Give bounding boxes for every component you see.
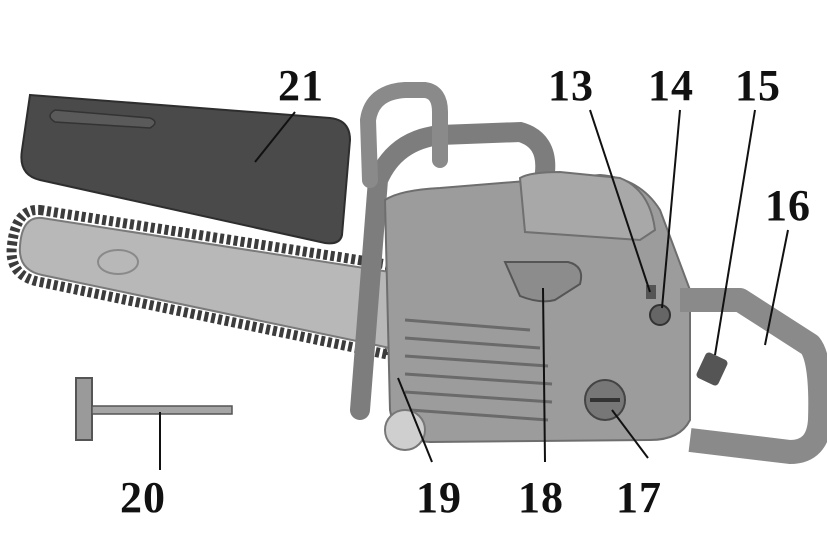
leader-13 <box>589 109 651 293</box>
saw-chain <box>6 204 395 362</box>
leader-15 <box>714 109 756 356</box>
leader-18 <box>542 287 546 463</box>
rear-handle <box>680 288 827 464</box>
cover-slot <box>49 109 156 129</box>
label-15: 15 <box>735 61 781 110</box>
label-19: 19 <box>416 473 462 522</box>
control-13 <box>646 285 656 299</box>
cooling-vents <box>404 318 553 422</box>
guide-bar-cover <box>20 93 352 245</box>
starter-grip <box>503 261 583 303</box>
chain-brake-handle <box>359 82 448 188</box>
top-cover <box>518 170 657 242</box>
leader-16 <box>764 229 789 346</box>
leader-19 <box>397 377 433 463</box>
leader-17 <box>611 409 649 459</box>
label-20: 20 <box>120 473 166 522</box>
bar-sprocket-hole <box>97 249 139 275</box>
leader-21 <box>254 111 296 163</box>
label-21: 21 <box>278 61 324 110</box>
label-18: 18 <box>518 473 564 522</box>
label-14: 14 <box>648 61 694 110</box>
throttle-trigger <box>696 352 728 386</box>
leader-lines <box>159 109 789 470</box>
combination-wrench <box>75 377 233 441</box>
leader-14 <box>661 109 681 309</box>
control-14 <box>649 304 671 326</box>
label-13: 13 <box>548 61 594 110</box>
label-16: 16 <box>765 181 811 230</box>
label-17: 17 <box>616 473 662 522</box>
